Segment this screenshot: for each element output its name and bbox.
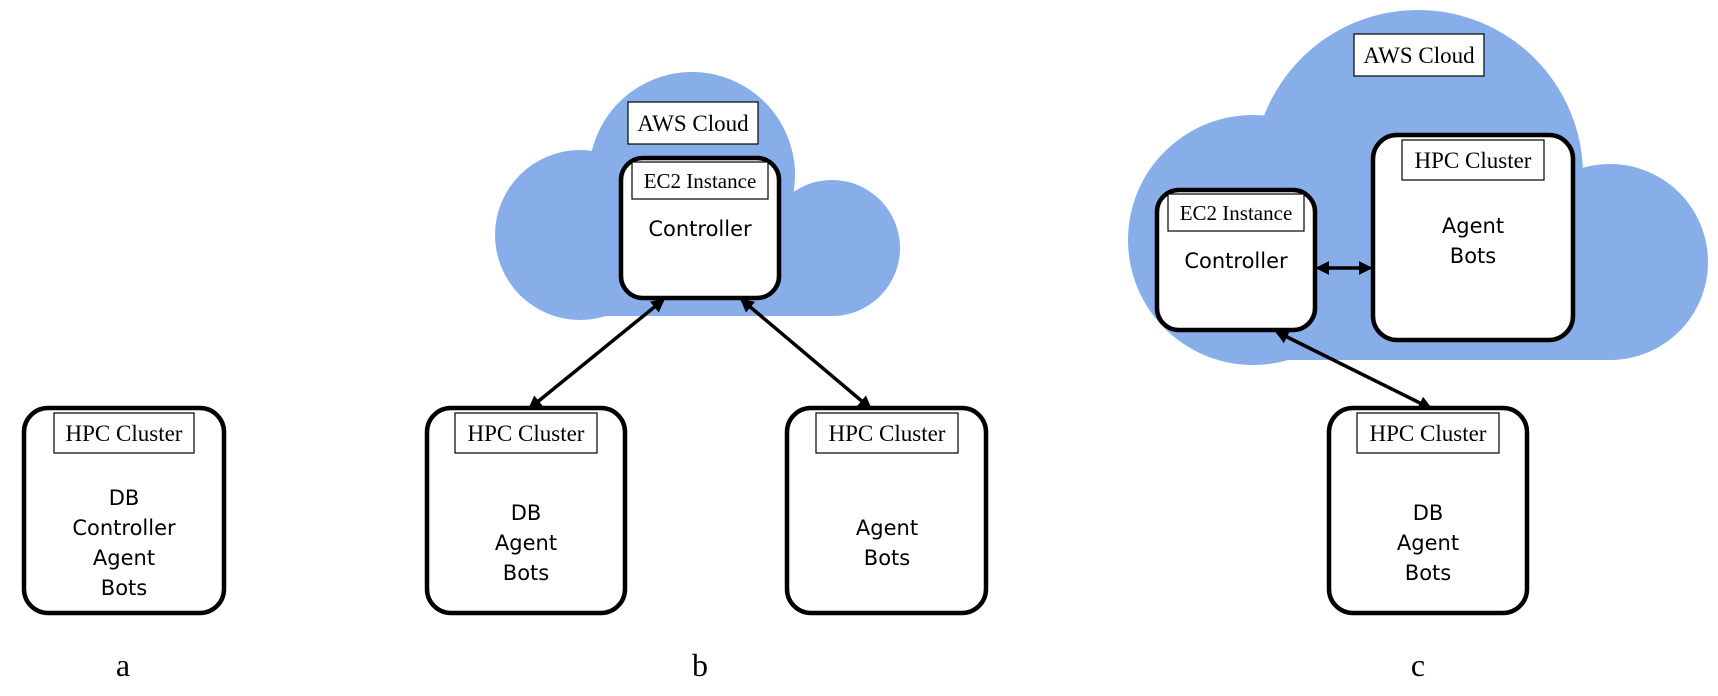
ec2-instance-title: EC2 Instance bbox=[644, 169, 757, 193]
hpc-cluster-line: Bots bbox=[864, 546, 910, 570]
hpc-cluster-box bbox=[784, 405, 989, 616]
bidirectional-arrow bbox=[1274, 330, 1433, 410]
aws-cloud-title: AWS Cloud bbox=[1363, 43, 1475, 68]
ec2-instance-title-frame bbox=[631, 161, 769, 200]
panel-c: AWS Cloud EC2 Instance Controller HPC Cl… bbox=[1128, 10, 1708, 683]
panel-b: AWS Cloud EC2 Instance Controller HPC Cl… bbox=[424, 72, 989, 683]
hpc-cluster-line: DB bbox=[511, 501, 542, 525]
hpc-cluster-title: HPC Cluster bbox=[468, 421, 585, 446]
hpc-cluster-box bbox=[1326, 405, 1530, 616]
cloud-hpc-cluster-title: HPC Cluster bbox=[1415, 148, 1532, 173]
aws-cloud-title: AWS Cloud bbox=[637, 111, 749, 136]
hpc-cluster-title-frame bbox=[53, 412, 195, 454]
bidirectional-arrow bbox=[739, 298, 873, 410]
hpc-cluster-title-frame bbox=[454, 412, 598, 454]
aws-cloud-title-frame bbox=[1353, 33, 1485, 77]
ec2-instance-title-frame bbox=[1167, 193, 1305, 232]
hpc-cluster-line: Agent bbox=[93, 546, 155, 570]
panel-letter: c bbox=[1411, 647, 1425, 683]
cloud-hpc-cluster-line: Bots bbox=[1450, 244, 1496, 268]
aws-cloud-title-frame bbox=[627, 101, 759, 145]
hpc-cluster-title: HPC Cluster bbox=[66, 421, 183, 446]
hpc-cluster-title: HPC Cluster bbox=[1370, 421, 1487, 446]
hpc-cluster-title-frame bbox=[815, 412, 959, 454]
hpc-cluster-box bbox=[21, 405, 227, 616]
hpc-cluster-line: Controller bbox=[72, 516, 176, 540]
hpc-cluster-title-frame bbox=[1356, 412, 1500, 454]
bidirectional-arrow bbox=[527, 298, 666, 410]
panel-a: HPC Cluster DB Controller Agent Bots a bbox=[21, 405, 227, 683]
hpc-cluster-line: Agent bbox=[856, 516, 918, 540]
cloud-hpc-cluster-title-frame bbox=[1401, 139, 1545, 181]
hpc-cluster-title: HPC Cluster bbox=[829, 421, 946, 446]
hpc-cluster-line: Bots bbox=[1405, 561, 1451, 585]
hpc-cluster-line: DB bbox=[109, 486, 140, 510]
panel-letter: b bbox=[692, 647, 708, 683]
hpc-cluster-box bbox=[424, 405, 628, 616]
cloud-hpc-cluster-box bbox=[1370, 132, 1576, 343]
hpc-cluster-line: Bots bbox=[503, 561, 549, 585]
ec2-instance-title: EC2 Instance bbox=[1180, 201, 1293, 225]
panel-letter: a bbox=[116, 647, 130, 683]
hpc-cluster-line: Agent bbox=[1397, 531, 1459, 555]
hpc-cluster-line: Agent bbox=[495, 531, 557, 555]
ec2-instance-line: Controller bbox=[648, 217, 752, 241]
hpc-cluster-line: DB bbox=[1413, 501, 1444, 525]
hpc-cluster-line: Bots bbox=[101, 576, 147, 600]
cloud-hpc-cluster-line: Agent bbox=[1442, 214, 1504, 238]
ec2-instance-line: Controller bbox=[1184, 249, 1288, 273]
